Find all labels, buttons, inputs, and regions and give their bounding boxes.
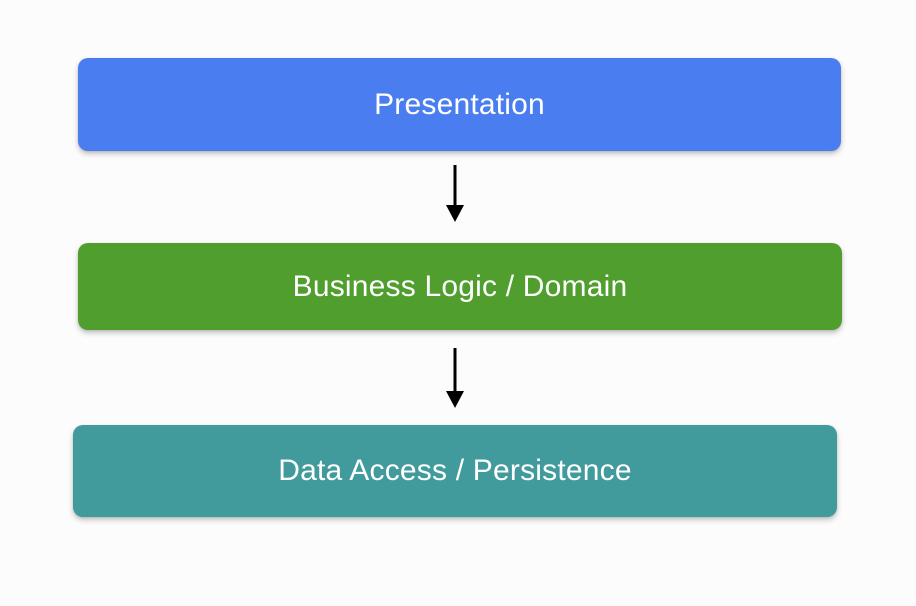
arrow-head-down-icon	[446, 205, 464, 222]
node-data-access[interactable]: Data Access / Persistence	[73, 425, 837, 517]
node-business-logic-label: Business Logic / Domain	[292, 269, 628, 303]
node-presentation-label: Presentation	[374, 87, 545, 121]
arrow-business-to-data	[446, 348, 464, 408]
arrow-head-down-icon	[446, 391, 464, 408]
arrow-presentation-to-business	[446, 165, 464, 222]
node-data-access-label: Data Access / Persistence	[278, 454, 632, 487]
node-business-logic[interactable]: Business Logic / Domain	[78, 243, 842, 330]
node-presentation[interactable]: Presentation	[78, 58, 841, 151]
